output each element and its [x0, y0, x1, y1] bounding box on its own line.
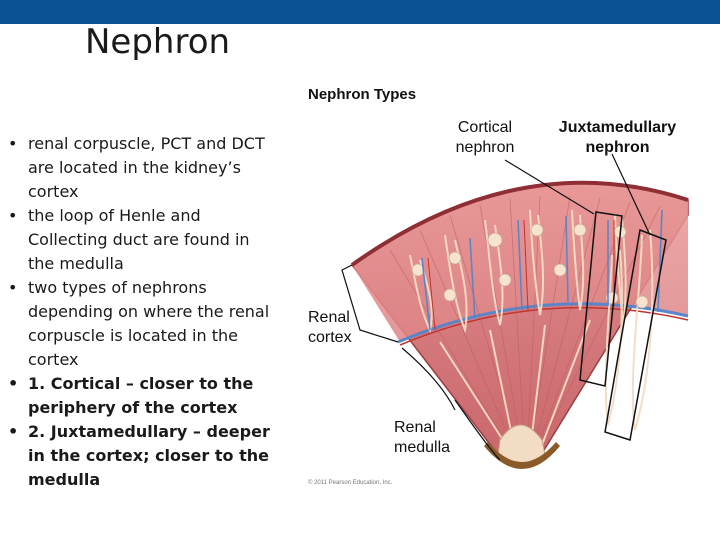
copyright-credit: © 2011 Pearson Education, Inc. [308, 480, 393, 486]
bullet-list: renal corpuscle, PCT and DCT are located… [6, 132, 276, 492]
figure-title: Nephron Types [308, 86, 417, 103]
renal-medulla-label: Renal medulla [394, 419, 451, 456]
juxtamedullary-nephron-label: Juxtamedullary nephron [558, 119, 677, 156]
bullet-item: 1. Cortical – closer to the periphery of… [6, 372, 276, 420]
bullet-item: 2. Juxtamedullary – deeper in the cortex… [6, 420, 276, 492]
bullet-item: the loop of Henle and Collecting duct ar… [6, 204, 276, 276]
bullet-item: two types of nephrons depending on where… [6, 276, 276, 372]
cortical-nephron-box [579, 211, 623, 387]
nephron-figure: Nephron Types Cortical nephron Juxtamedu… [290, 80, 720, 500]
header-bar [0, 0, 720, 24]
renal-cortex-label: Renal cortex [308, 309, 352, 346]
minor-calyx [484, 442, 560, 469]
juxtamedullary-nephron-box [604, 228, 667, 441]
capsule-edge [350, 180, 689, 267]
kidney-section-illustration [341, 153, 689, 469]
cortical-nephron-label: Cortical nephron [455, 119, 515, 156]
slide-title: Nephron [85, 22, 231, 62]
bullet-item: renal corpuscle, PCT and DCT are located… [6, 132, 276, 204]
